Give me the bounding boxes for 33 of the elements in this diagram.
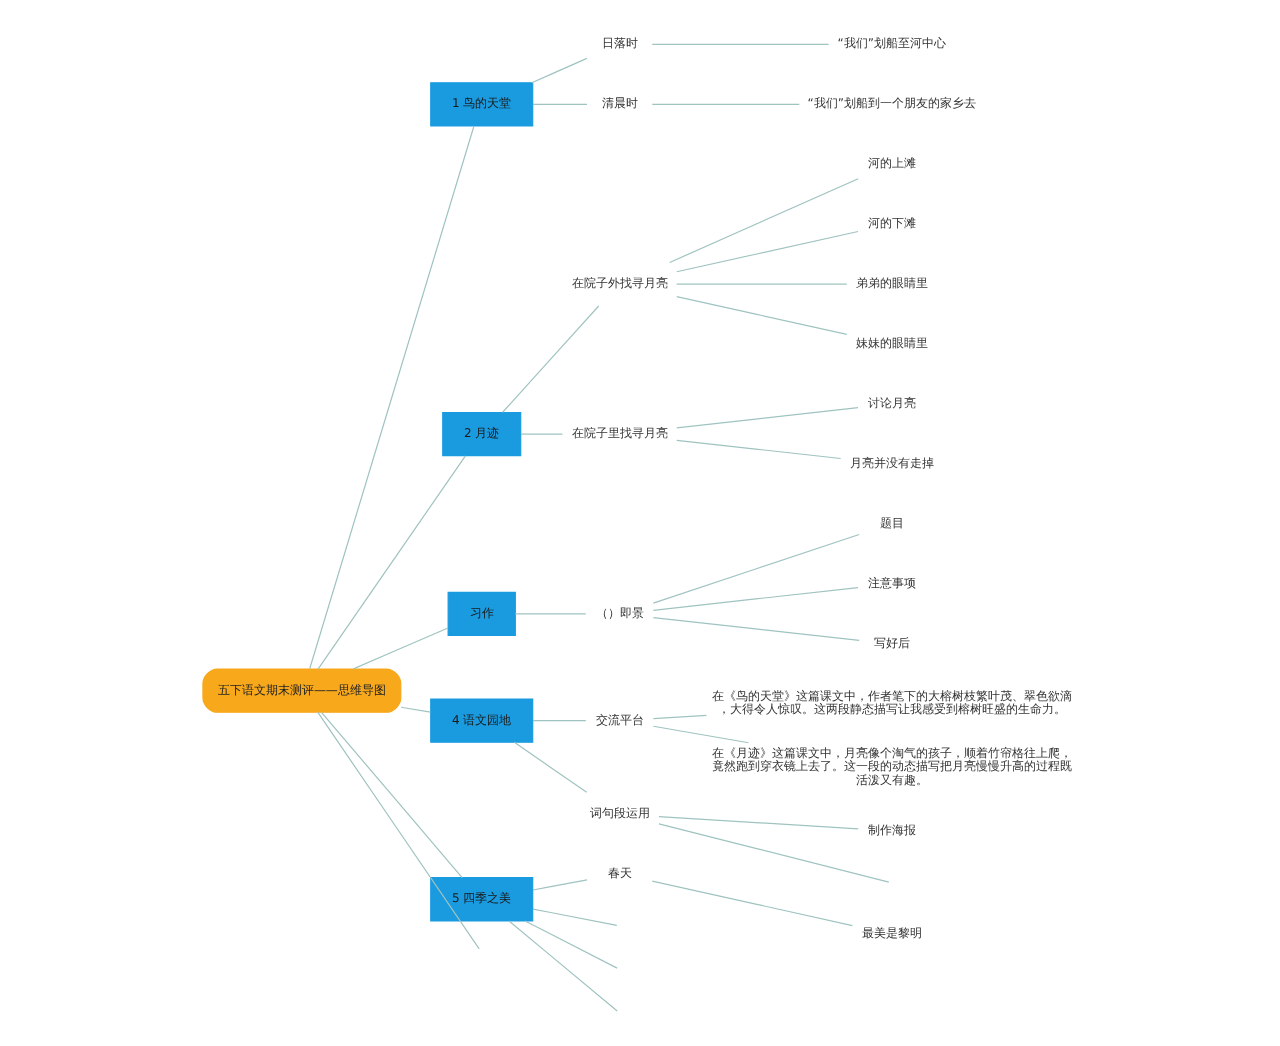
connector xyxy=(651,102,800,104)
connector xyxy=(520,432,563,434)
connector xyxy=(513,740,588,792)
connector xyxy=(524,919,618,968)
connector xyxy=(676,406,859,428)
connector xyxy=(532,102,588,104)
connector xyxy=(676,295,848,334)
connector xyxy=(502,304,600,412)
connector xyxy=(532,719,587,721)
connector xyxy=(676,229,859,272)
connector xyxy=(532,878,588,890)
connector xyxy=(651,879,853,926)
connector xyxy=(514,612,587,614)
connector xyxy=(508,919,618,1011)
connector xyxy=(676,282,848,284)
connector xyxy=(652,586,859,610)
connector xyxy=(317,454,467,669)
connector xyxy=(652,615,860,640)
connector xyxy=(532,907,618,925)
connector xyxy=(658,822,890,882)
connector xyxy=(651,42,830,44)
connector xyxy=(676,438,842,459)
connector xyxy=(317,710,480,949)
connector xyxy=(309,124,475,669)
connector xyxy=(531,56,588,83)
connector xyxy=(352,626,449,669)
connector xyxy=(652,713,708,719)
connector xyxy=(400,705,432,712)
connector xyxy=(669,177,859,263)
connector xyxy=(321,711,463,878)
connector xyxy=(652,532,860,603)
connector xyxy=(652,724,750,743)
connector xyxy=(658,814,859,829)
